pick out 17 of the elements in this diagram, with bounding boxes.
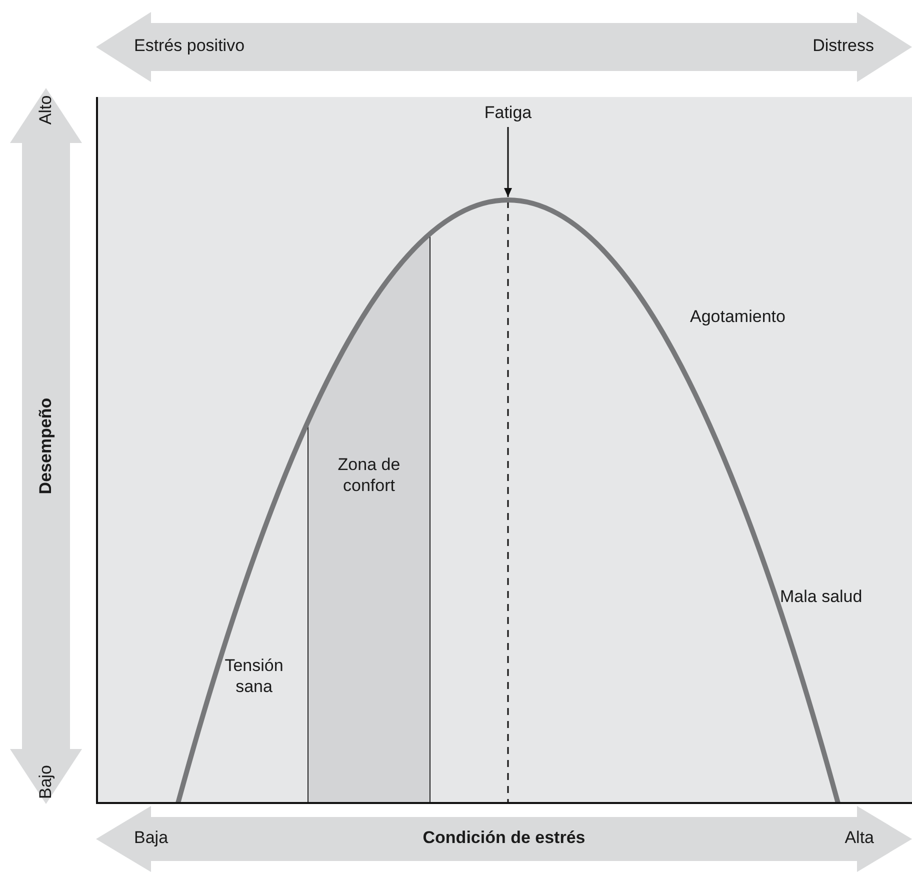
axis-end-label: Alta <box>844 828 874 848</box>
double-arrow-band <box>96 12 912 82</box>
double-arrow-band <box>96 806 912 872</box>
axis-end-label: Baja <box>134 828 168 848</box>
arrow <box>504 127 512 197</box>
region-label: Zona de confort <box>336 454 402 496</box>
axis-end-label: Alto <box>36 95 56 125</box>
region-label: Agotamiento <box>690 306 786 328</box>
region-label: Tensión sana <box>224 655 284 698</box>
axis-end-label: Estrés positivo <box>134 36 245 56</box>
region-label: Mala salud <box>780 586 862 608</box>
double-arrow-band <box>10 88 82 804</box>
axis-end-label: Distress <box>812 36 874 56</box>
callout-label: Fatiga <box>484 103 532 124</box>
axis-end-label: Bajo <box>36 764 56 800</box>
axis-title: Desempeño <box>36 398 56 494</box>
axis-title: Condición de estrés <box>422 828 586 848</box>
